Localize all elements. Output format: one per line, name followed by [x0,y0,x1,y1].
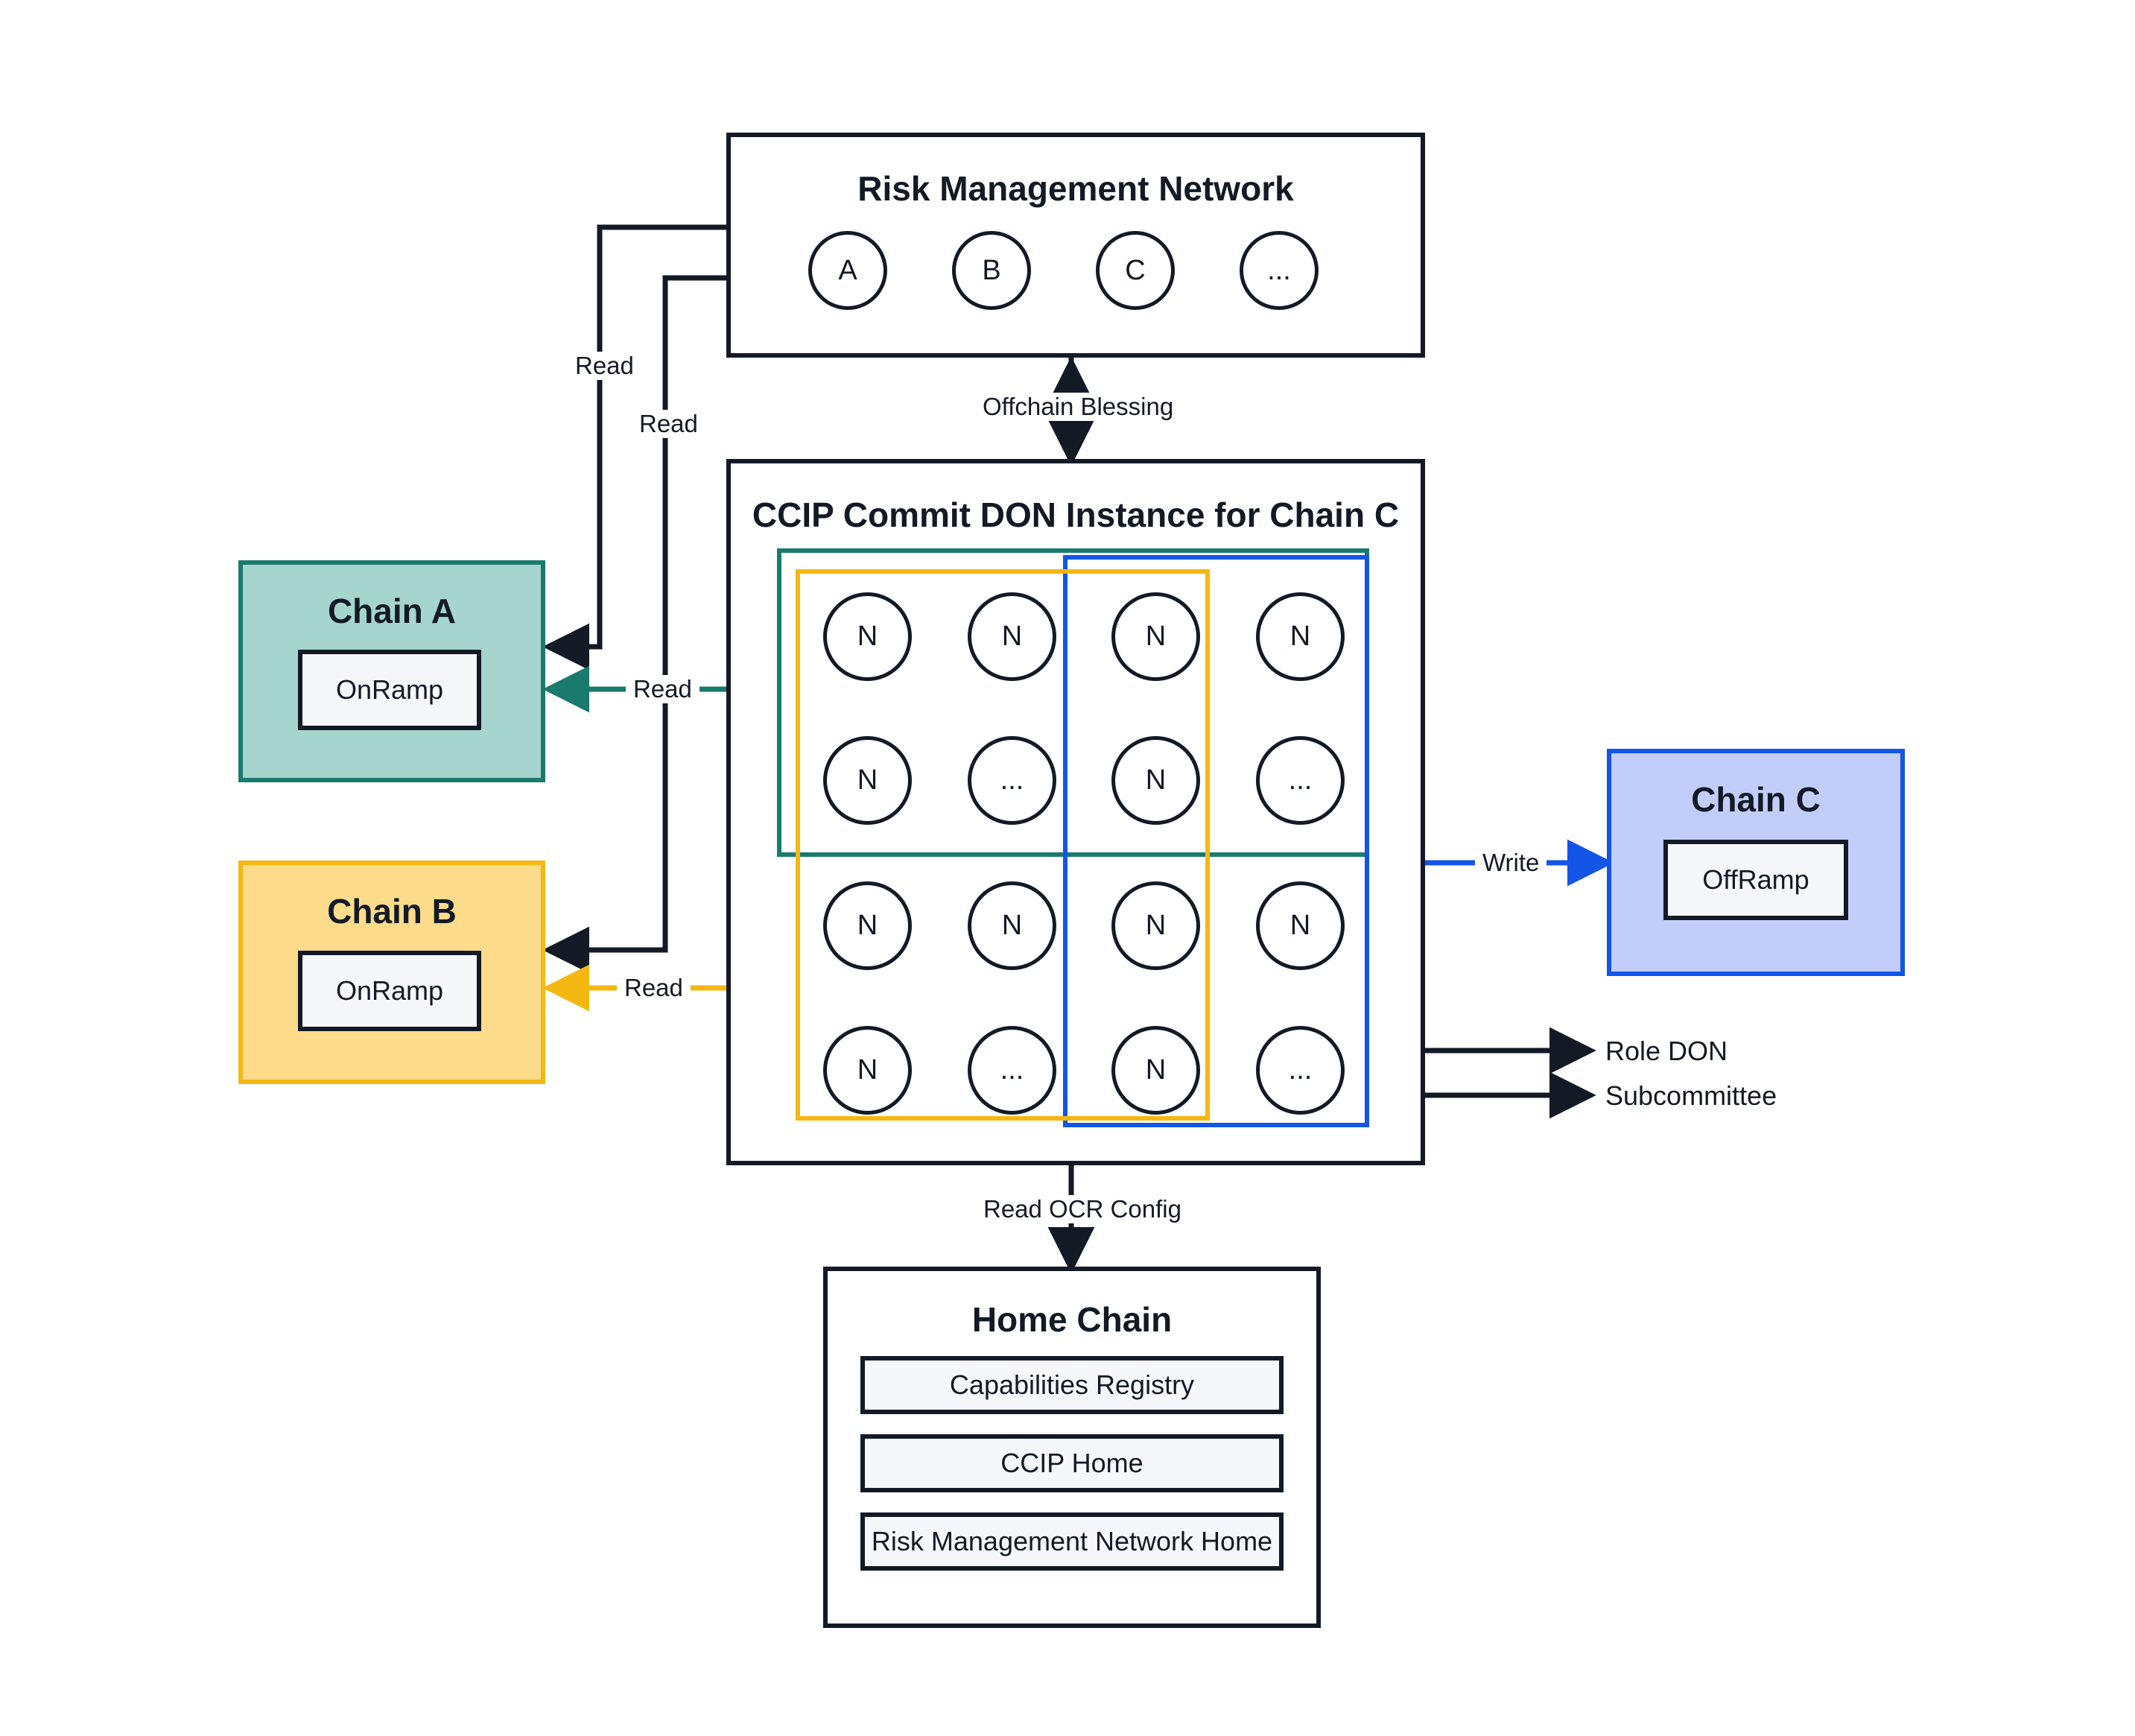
ccip-home-label: CCIP Home [1000,1448,1143,1478]
chain-c-offramp: OffRamp [1663,840,1848,920]
group-outline-amber [796,569,1210,1121]
edge-label-read-don-b: Read [617,974,691,1002]
don-node-r3c0: N [823,1026,912,1115]
edge-label-read-rmn-a: Read [568,352,641,380]
don-node-r3c1: ... [968,1026,1056,1115]
chain-b-onramp-label: OnRamp [335,975,444,1006]
chain-a-onramp: OnRamp [298,650,481,730]
don-node-r1c2: N [1111,736,1200,825]
don-node-label: ... [1288,764,1313,796]
don-node-r1c3: ... [1256,736,1345,825]
chain-b-onramp: OnRamp [298,951,481,1031]
don-node-r1c1: ... [968,736,1056,825]
don-node-label: N [1289,621,1311,652]
rmn-node-b-label: B [982,254,1001,286]
chain-a-onramp-label: OnRamp [335,674,444,705]
rmn-node-a-label: A [838,254,857,286]
don-node-r2c0: N [823,881,912,970]
ccip-commit-don-title: CCIP Commit DON Instance for Chain C [752,495,1400,534]
don-node-label: N [1001,910,1023,941]
legend-subcommittee-label: Subcommittee [1605,1080,1777,1111]
don-node-label: N [857,1054,878,1086]
legend-role-don-label: Role DON [1605,1036,1728,1066]
don-node-label: N [1001,621,1023,652]
rmn-node-more: ... [1240,231,1319,310]
don-node-r0c3: N [1256,592,1345,681]
chain-a-title: Chain A [327,592,457,630]
rmn-node-c-label: C [1125,254,1146,286]
home-chain-ccip-home: CCIP Home [860,1434,1284,1492]
rmn-node-b: B [952,231,1031,310]
don-node-label: N [857,910,878,941]
chain-c-offramp-label: OffRamp [1702,864,1809,895]
home-chain-title: Home Chain [971,1300,1173,1339]
don-node-r2c3: N [1256,881,1345,970]
don-node-label: ... [1000,764,1024,796]
chain-c-title: Chain C [1691,780,1821,819]
group-outline-blue [1063,555,1369,1127]
don-node-r0c0: N [823,592,912,681]
don-node-label: ... [1288,1054,1313,1086]
rmn-node-a: A [808,231,887,310]
rmn-home-label: Risk Management Network Home [871,1526,1273,1556]
don-node-label: ... [1000,1054,1024,1086]
don-node-r0c2: N [1111,592,1200,681]
don-node-label: N [1145,910,1167,941]
edge-label-write: Write [1475,849,1547,877]
don-node-label: N [1145,1054,1167,1086]
chain-b-title: Chain B [327,892,457,931]
capabilities-registry-label: Capabilities Registry [949,1369,1195,1400]
home-chain-capabilities-registry: Capabilities Registry [860,1356,1284,1414]
don-node-label: N [1289,910,1311,941]
don-node-r0c1: N [968,592,1056,681]
risk-management-network-title: Risk Management Network [857,169,1294,208]
don-node-r2c2: N [1111,881,1200,970]
don-node-label: N [857,764,878,796]
edge-label-offchain-blessing: Offchain Blessing [975,393,1181,421]
rmn-node-more-label: ... [1267,254,1291,286]
don-node-label: N [1145,621,1167,652]
rmn-node-c: C [1096,231,1175,310]
don-node-r3c3: ... [1256,1026,1345,1115]
don-node-label: N [1145,764,1167,796]
don-node-label: N [857,621,878,652]
home-chain-rmn-home: Risk Management Network Home [860,1512,1284,1571]
don-node-r2c1: N [968,881,1056,970]
edge-label-read-rmn-b: Read [632,410,705,438]
don-node-r1c0: N [823,736,912,825]
don-node-r3c2: N [1111,1026,1200,1115]
edge-label-read-ocr-config: Read OCR Config [976,1195,1189,1223]
edge-label-read-don-a: Read [626,675,699,703]
